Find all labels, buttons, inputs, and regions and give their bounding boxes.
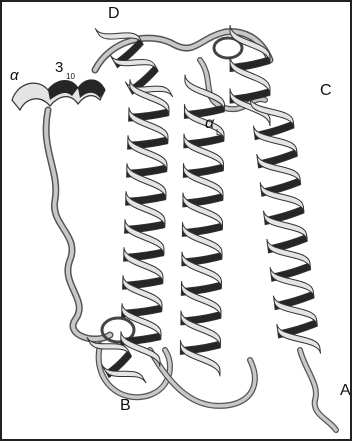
label-alpha-L: α bbox=[205, 115, 215, 132]
label-3-10: 3 bbox=[55, 59, 63, 76]
label-C: C bbox=[320, 82, 332, 99]
label-alpha-small: α bbox=[10, 67, 19, 84]
label-A: A bbox=[340, 382, 351, 399]
label-B: B bbox=[120, 397, 131, 414]
label-alpha-L-sub: L bbox=[216, 128, 221, 137]
label-3-10-sub: 10 bbox=[66, 72, 75, 81]
label-D: D bbox=[108, 5, 120, 22]
